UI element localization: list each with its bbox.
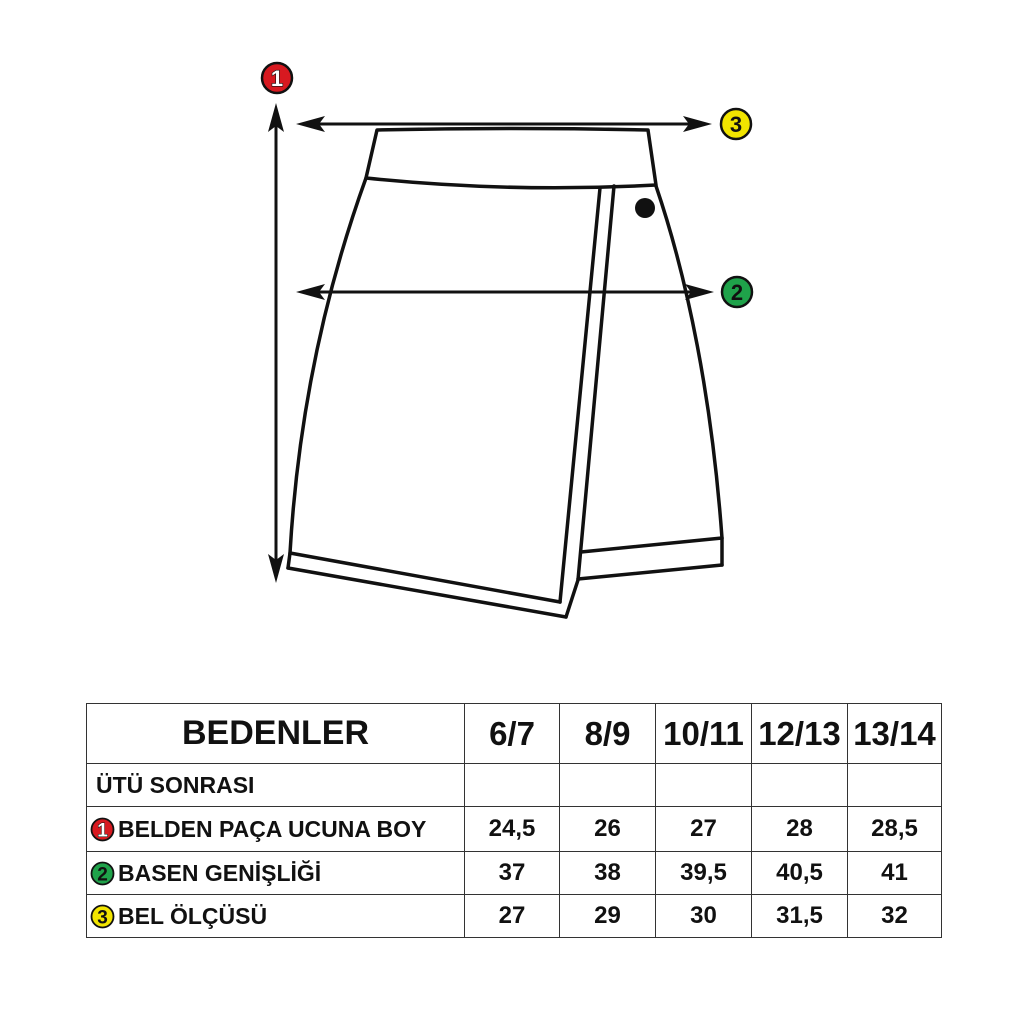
table-header-row: BEDENLER 6/7 8/9 10/11 12/13 13/14	[86, 703, 942, 764]
hip-arrow	[296, 284, 714, 300]
skirt-wrap-edge-inner	[558, 186, 602, 604]
measurement-value: 29	[559, 894, 656, 938]
skirt-right-side	[654, 184, 724, 567]
table-row: 3 BEL ÖLÇÜSÜ 27 29 30 31,5 32	[86, 894, 942, 938]
measurement-value: 38	[559, 851, 656, 895]
length-arrow	[268, 103, 284, 583]
marker-1-number: 1	[97, 820, 108, 841]
empty-cell	[751, 763, 848, 807]
empty-cell	[847, 763, 942, 807]
marker-2-icon: 2	[90, 861, 115, 885]
size-header: 6/7	[464, 703, 560, 764]
skirt-illustration	[286, 126, 724, 619]
marker-2-circle	[720, 275, 754, 309]
size-header: 10/11	[655, 703, 752, 764]
arrowhead-down-icon	[268, 554, 284, 583]
skirt-back-hem-top	[579, 536, 724, 554]
empty-cell	[559, 763, 656, 807]
marker-3-number: 3	[97, 907, 108, 928]
measurement-value: 39,5	[655, 851, 752, 895]
marker-3-circle	[719, 107, 753, 141]
marker-2-number: 2	[97, 864, 108, 885]
measurement-value: 41	[847, 851, 942, 895]
table-title: BEDENLER	[86, 703, 465, 764]
measurement-value: 28,5	[847, 806, 942, 852]
marker-1-icon: 1	[90, 817, 115, 841]
size-header: 13/14	[847, 703, 942, 764]
skirt-left-side	[286, 176, 368, 570]
row-label: BELDEN PAÇA UCUNA BOY	[118, 815, 427, 842]
measurement-value: 27	[464, 894, 560, 938]
row-label-wrap: 1 BELDEN PAÇA UCUNA BOY	[88, 815, 464, 843]
marker-1-number: 1	[271, 66, 283, 91]
measurement-value: 40,5	[751, 851, 848, 895]
row-label-cell: 1 BELDEN PAÇA UCUNA BOY	[86, 806, 465, 852]
row-label: BASEN GENİŞLİĞİ	[118, 859, 322, 886]
marker-3-icon: 3	[90, 904, 115, 928]
marker-3-number: 3	[730, 112, 742, 137]
empty-cell	[655, 763, 752, 807]
marker-1-circle	[260, 61, 294, 95]
arrowhead-up-icon	[268, 103, 284, 132]
marker-1-icon: 1	[260, 61, 294, 95]
arrowhead-right-icon	[685, 284, 714, 300]
row-label: BEL ÖLÇÜSÜ	[118, 902, 268, 929]
skirt-waistband	[364, 126, 658, 190]
waist-arrow	[296, 116, 712, 132]
skirt-front-hem-bottom	[286, 566, 568, 619]
row-label-cell: 3 BEL ÖLÇÜSÜ	[86, 894, 465, 938]
row-label-wrap: 3 BEL ÖLÇÜSÜ	[88, 902, 464, 930]
marker-2-number: 2	[731, 280, 743, 305]
marker-1-circle	[90, 817, 115, 841]
measurement-value: 30	[655, 894, 752, 938]
arrowhead-left-icon	[296, 116, 325, 132]
measurement-value: 24,5	[464, 806, 560, 852]
marker-3-icon: 3	[719, 107, 753, 141]
table-row: 1 BELDEN PAÇA UCUNA BOY 24,5 26 27 28 28…	[86, 806, 942, 852]
skirt-measurement-diagram: 1 3 2	[260, 61, 754, 619]
size-header: 12/13	[751, 703, 848, 764]
arrowhead-right-icon	[683, 116, 712, 132]
measurement-value: 37	[464, 851, 560, 895]
measurement-value: 26	[559, 806, 656, 852]
arrowhead-left-icon	[296, 284, 325, 300]
skirt-front-hem-top	[288, 551, 562, 604]
size-header: 8/9	[559, 703, 656, 764]
table-row: 2 BASEN GENİŞLİĞİ 37 38 39,5 40,5 41	[86, 851, 942, 895]
table-row: ÜTÜ SONRASI	[86, 763, 942, 807]
row-label: ÜTÜ SONRASI	[86, 763, 465, 807]
measurement-value: 27	[655, 806, 752, 852]
skirt-back-hem-bottom	[576, 563, 724, 581]
empty-cell	[464, 763, 560, 807]
measurement-value: 28	[751, 806, 848, 852]
measurement-value: 32	[847, 894, 942, 938]
row-label-wrap: 2 BASEN GENİŞLİĞİ	[88, 859, 464, 887]
row-label-cell: 2 BASEN GENİŞLİĞİ	[86, 851, 465, 895]
measurement-value: 31,5	[751, 894, 848, 938]
marker-2-circle	[90, 861, 115, 885]
skirt-button	[635, 198, 655, 218]
marker-3-circle	[90, 904, 115, 928]
marker-2-icon: 2	[720, 275, 754, 309]
size-table: BEDENLER 6/7 8/9 10/11 12/13 13/14 ÜTÜ S…	[86, 703, 942, 938]
